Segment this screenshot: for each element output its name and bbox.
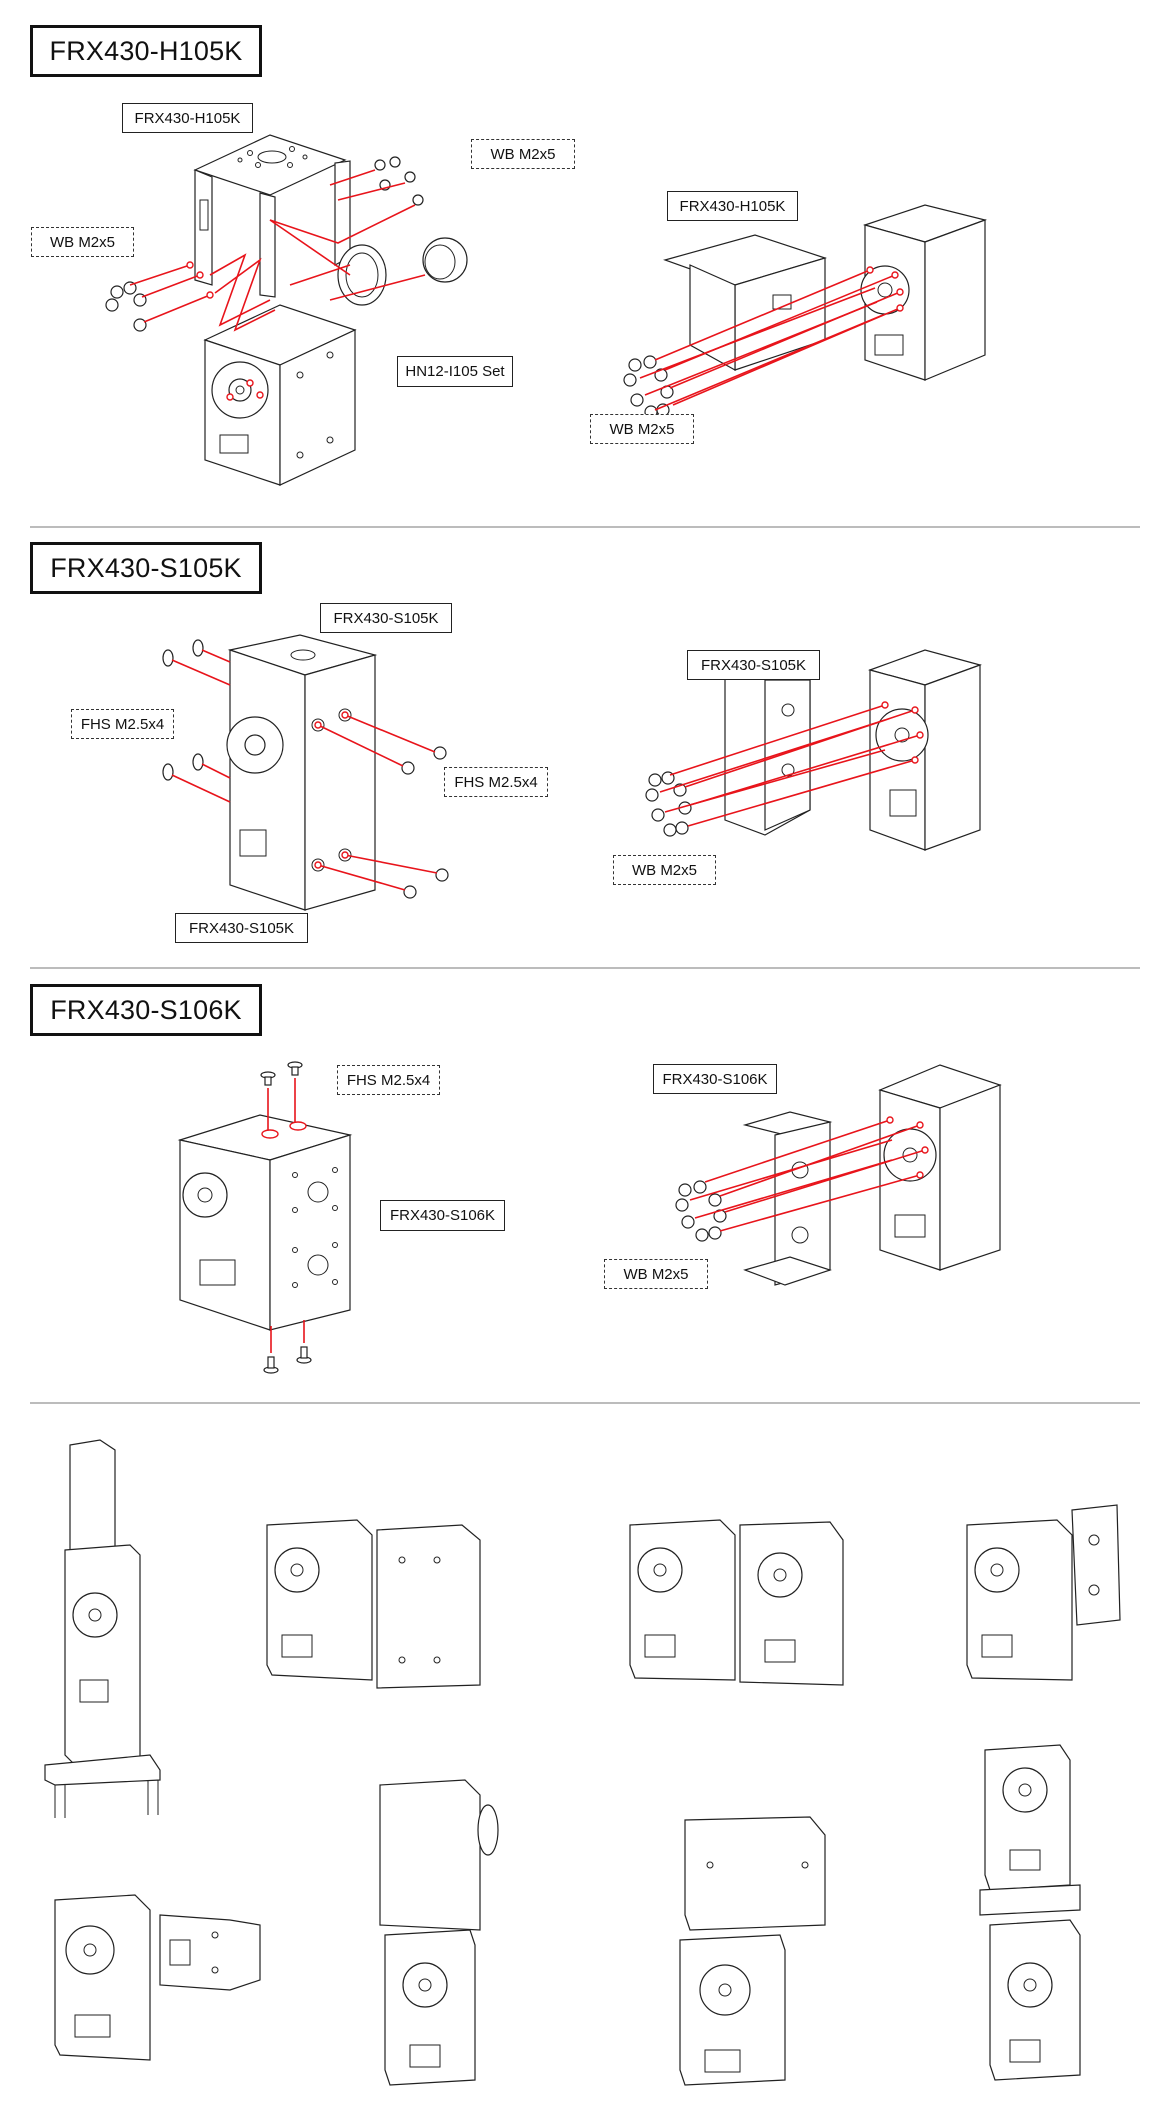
gallery-item-stacked-servo-brackets — [44, 1439, 161, 1818]
assembly-arrows — [171, 649, 438, 891]
screw-drawings — [260, 1061, 312, 1374]
screw-label-fhs-m2-5x4-right: FHS M2.5x4 — [444, 767, 548, 797]
screw-drawings — [623, 355, 674, 419]
part-label-frx430-s105k-right: FRX430-S105K — [687, 650, 820, 680]
assembly-arrows — [261, 1078, 307, 1353]
screw-drawings — [162, 639, 449, 899]
frx430-s105k-servo-mount-drawing — [645, 649, 982, 851]
screw-drawings — [645, 771, 692, 837]
part-label-frx430-s106k-right: FRX430-S106K — [653, 1064, 777, 1094]
screw-label-wb-m2x5-s106k: WB M2x5 — [604, 1259, 708, 1289]
frx430-h105k-exploded-assembly-drawing — [105, 134, 468, 486]
section-divider — [30, 1402, 1140, 1404]
frx430-s105k-exploded-assembly-drawing — [162, 634, 449, 911]
s-bracket-and-servo-drawing — [226, 634, 378, 911]
gallery-item-two-servos-back — [266, 1519, 481, 1689]
gallery-item-servo-side-bracket — [966, 1504, 1121, 1681]
part-label-frx430-h105k: FRX430-H105K — [122, 103, 253, 133]
assembly-arrows — [129, 169, 426, 401]
gallery-item-servo-inverted-on-servo — [979, 1744, 1081, 2081]
screw-drawings-right — [374, 156, 424, 206]
part-label-frx430-h105k-right: FRX430-H105K — [667, 191, 798, 221]
servo-with-s106k-bracket-drawing — [177, 1114, 353, 1331]
screw-label-fhs-m2-5x4-left: FHS M2.5x4 — [71, 709, 174, 739]
screw-label-fhs-m2-5x4-s106k: FHS M2.5x4 — [337, 1065, 440, 1095]
h-bracket-side-drawing — [663, 234, 828, 372]
s106k-bracket-drawing — [742, 1111, 833, 1286]
gallery-item-servo-side-plate — [54, 1894, 261, 2061]
accessory-label-hn12-i105-set: HN12-I105 Set — [397, 356, 513, 387]
s-bracket-side-drawing — [724, 654, 811, 836]
screw-label-wb-m2x5-left: WB M2x5 — [31, 227, 134, 257]
section-title-frx430-s105k: FRX430-S105K — [30, 542, 262, 594]
servo-drawing — [860, 204, 988, 381]
assembly-arrows — [659, 701, 924, 827]
hn12-i105-set-drawing — [337, 237, 468, 306]
frx430-s106k-exploded-assembly-drawing — [177, 1061, 353, 1374]
assembly-arrows — [689, 1116, 929, 1232]
frx430-s106k-servo-mount-drawing — [675, 1064, 1002, 1286]
assembly-arrows — [639, 266, 904, 411]
section-divider — [30, 967, 1140, 969]
gallery-item-servo-horizontal-on-servo — [679, 1816, 826, 2086]
frx430-h105k-servo-mount-drawing — [623, 204, 988, 419]
servo-drawing — [868, 649, 982, 851]
part-label-frx430-s105k-top: FRX430-S105K — [320, 603, 452, 633]
servo-drawing — [878, 1064, 1002, 1271]
screw-label-wb-m2x5-bottom: WB M2x5 — [590, 414, 694, 444]
section-divider — [30, 526, 1140, 528]
h-bracket-drawing — [193, 134, 351, 298]
part-label-frx430-s106k: FRX430-S106K — [380, 1200, 505, 1231]
gallery-item-servo-rotated-on-servo — [379, 1779, 499, 2086]
servo-drawing — [203, 304, 357, 486]
gallery-item-two-servos-front — [629, 1519, 844, 1686]
section-title-frx430-h105k: FRX430-H105K — [30, 25, 262, 77]
screw-drawings — [675, 1180, 727, 1242]
part-label-frx430-s105k-bottom: FRX430-S105K — [175, 913, 308, 943]
screw-label-wb-m2x5-s105k: WB M2x5 — [613, 855, 716, 885]
screw-drawings-left — [105, 281, 147, 332]
screw-label-wb-m2x5-right: WB M2x5 — [471, 139, 575, 169]
section-title-frx430-s106k: FRX430-S106K — [30, 984, 262, 1036]
